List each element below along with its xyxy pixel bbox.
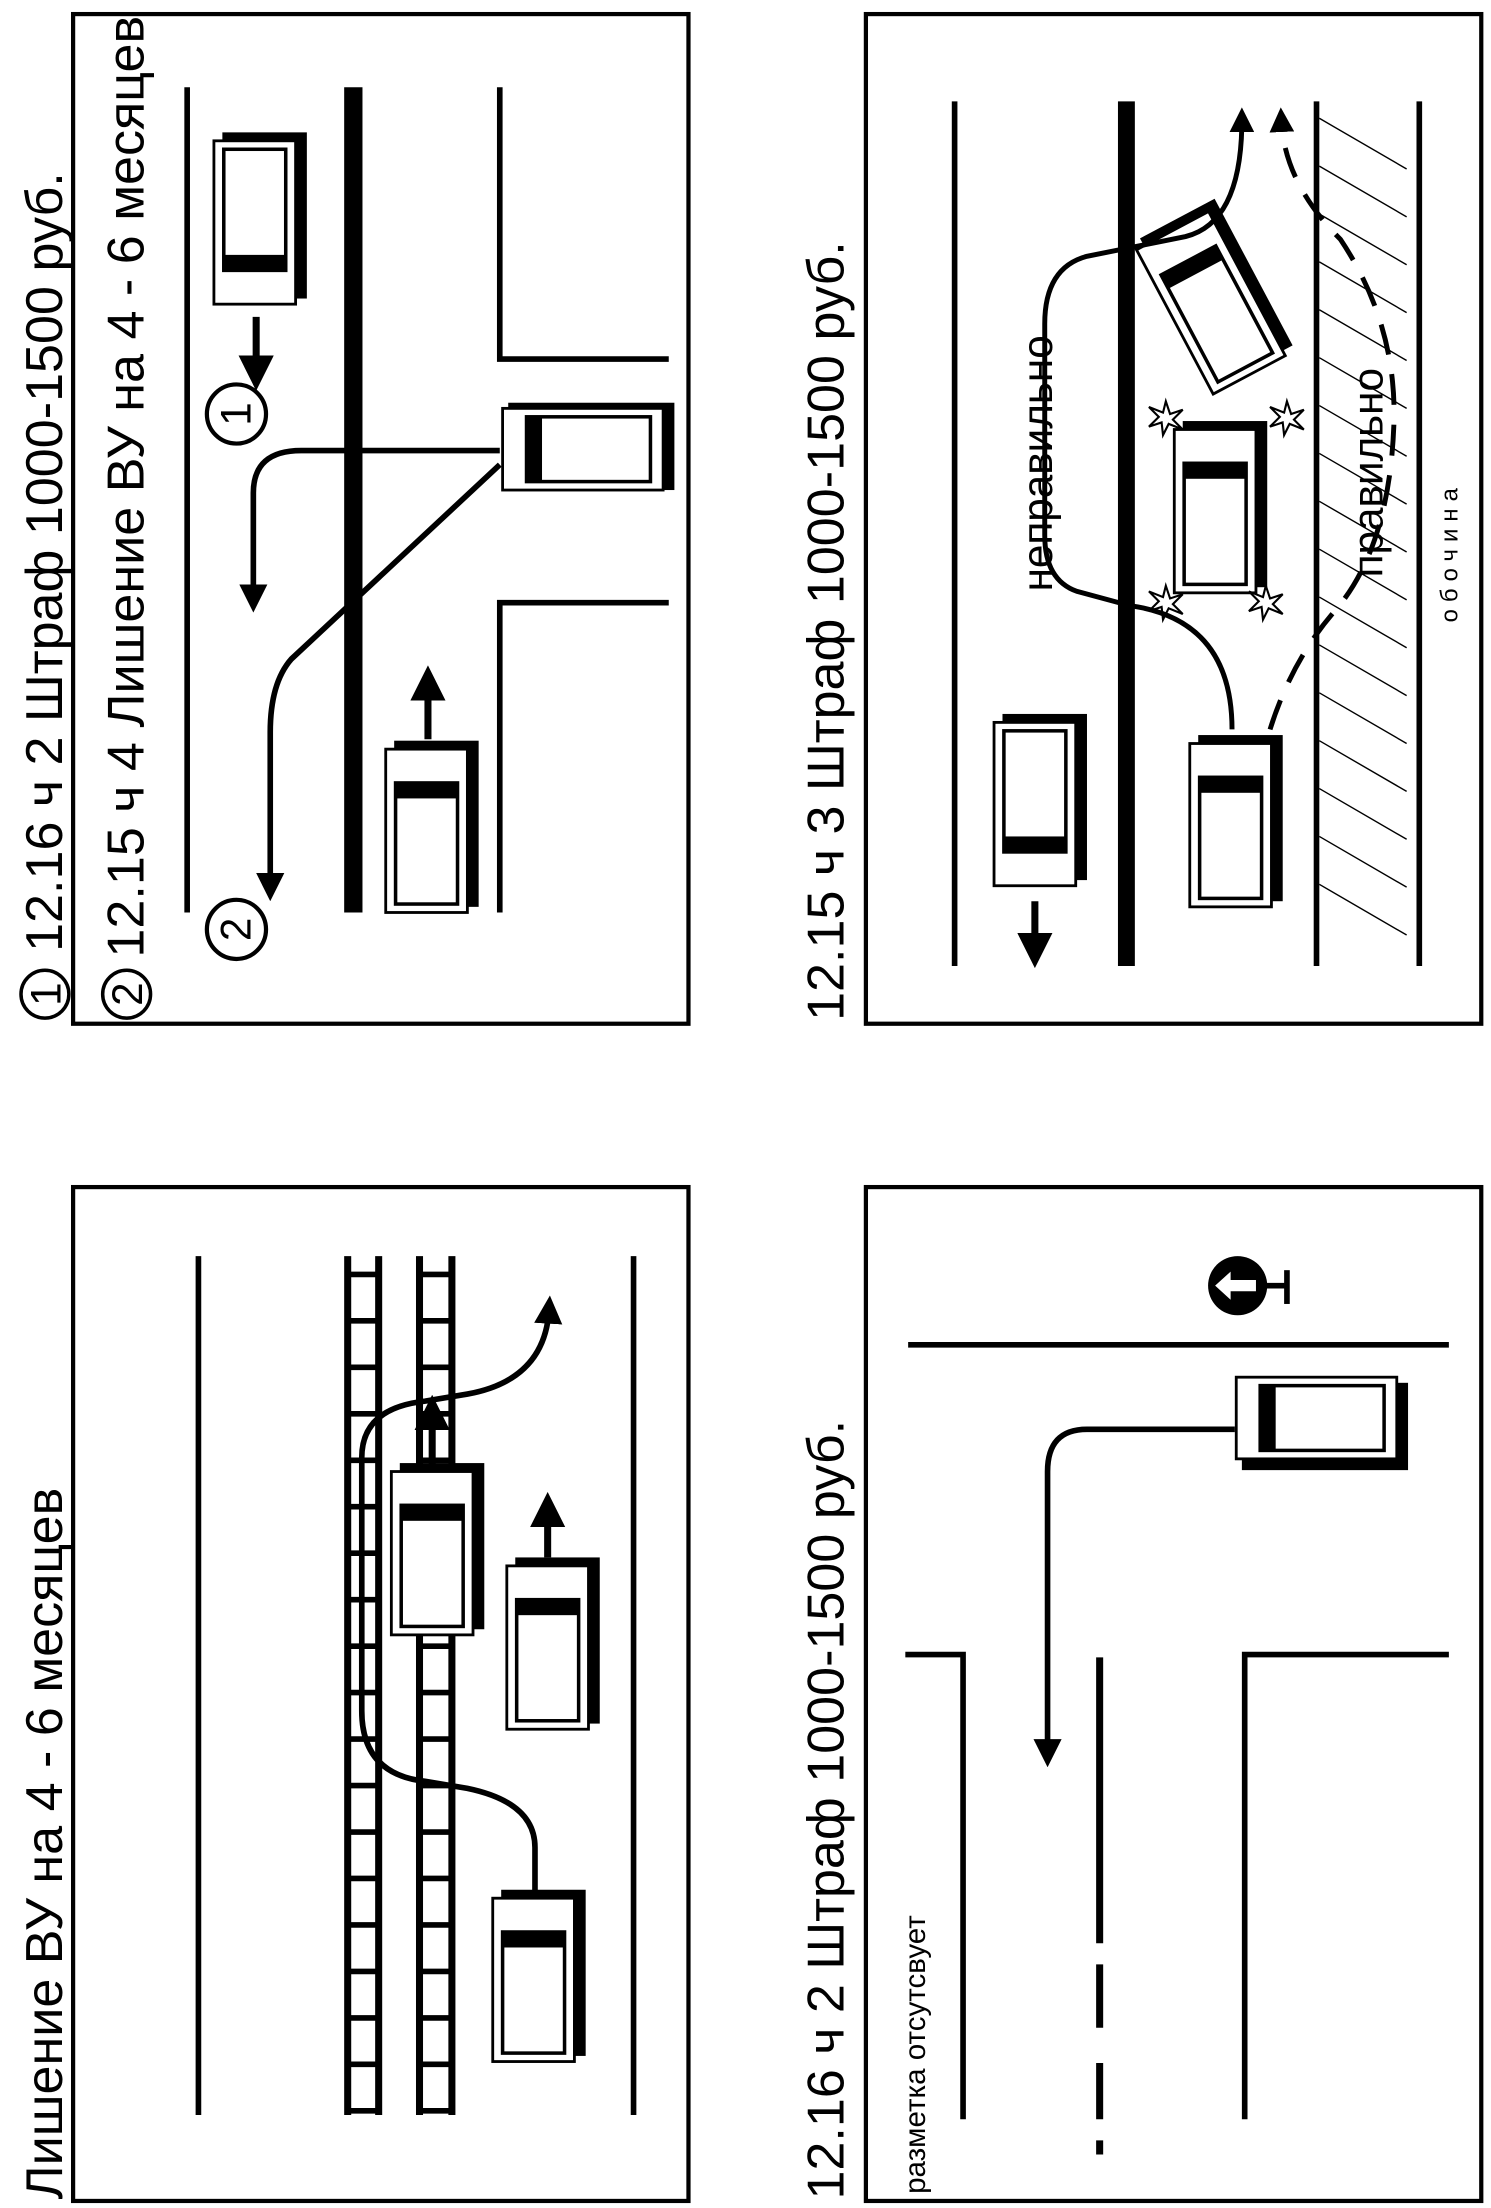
turning-car [500, 400, 677, 492]
correct-label: правильно [1345, 368, 1392, 577]
own-car [1188, 733, 1285, 909]
circled-number-2-icon [100, 968, 153, 1020]
wrong-path-across-center-line [1042, 107, 1255, 730]
caption-text: 12.16 ч 2 Штраф 1000-1500 руб. [797, 1420, 855, 2200]
caption-1-text: 12.16 ч 2 Штраф 1000-1500 руб. [16, 172, 74, 952]
side-road-edges [496, 87, 669, 913]
oncoming-car [992, 712, 1089, 888]
panel-frame [863, 1184, 1484, 2204]
turn-path-2-crossing-line [256, 462, 502, 902]
caption-line-2: 2 12.15 ч 4 Лишение ВУ на 4 - 6 месяцев [98, 16, 156, 1020]
caption-1-marker: 1 [22, 982, 69, 1005]
crashed-car-rear [1172, 419, 1269, 595]
bypass-path [358, 1295, 563, 1893]
path-2-marker-icon [204, 897, 269, 962]
overtaking-car [490, 1887, 588, 2064]
turn-path-1-correct-side [239, 447, 500, 613]
panel-intersection-left-turn: 1 12.16 ч 2 Штраф 1000-1500 руб. 2 12.15… [16, 11, 691, 1026]
shoulder-hatching [1318, 117, 1407, 936]
left-arrow-icon [1215, 1271, 1256, 1300]
panel-no-marking-turn: 12.16 ч 2 Штраф 1000-1500 руб. разметка … [797, 1184, 1484, 2204]
wrong-label: неправильно [1014, 335, 1061, 591]
caption-line-1: 1 12.16 ч 2 Штраф 1000-1500 руб. [16, 172, 74, 1020]
panel-railway-crossing: Лишение ВУ на 4 - 6 месяцев [16, 1184, 691, 2204]
side-road-edges [905, 1651, 1449, 2120]
marking-note: разметка отсутсвует [899, 1915, 932, 2194]
caption-2-marker: 2 [104, 982, 151, 1005]
caption-text: Лишение ВУ на 4 - 6 месяцев [16, 1488, 74, 2200]
oncoming-car [212, 130, 309, 306]
caption-text: 12.15 ч 3 Штраф 1000-1500 руб. [797, 241, 855, 1021]
left-turn-path [1033, 1426, 1235, 1768]
following-car [383, 738, 481, 915]
shoulder-label: обочина [1436, 481, 1463, 622]
panel-overtaking-obstacle: 12.15 ч 3 Штраф 1000-1500 руб. [797, 11, 1484, 1026]
path-1-marker: 1 [213, 402, 260, 426]
queued-car [505, 1555, 602, 1731]
caption-2-text: 12.15 ч 4 Лишение ВУ на 4 - 6 месяцев [98, 16, 156, 958]
car-on-crossing [389, 1461, 487, 1637]
path-1-marker-icon [204, 382, 269, 446]
panel-frame [70, 11, 691, 1026]
no-left-turn-sign [1208, 1256, 1290, 1316]
circled-number-1-icon [19, 968, 71, 1020]
correct-path-via-shoulder [1267, 107, 1397, 731]
path-2-marker: 2 [213, 918, 260, 942]
